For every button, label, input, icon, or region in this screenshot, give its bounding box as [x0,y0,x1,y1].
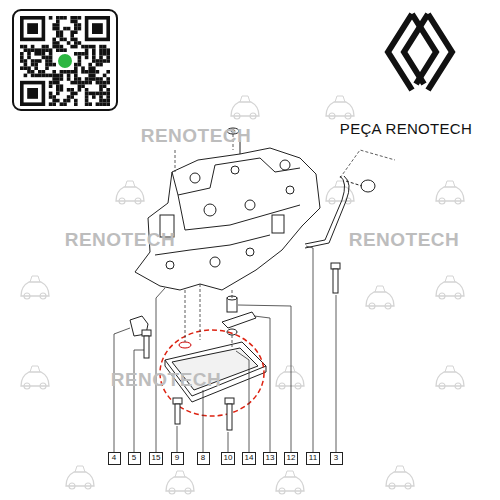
leader-lines [114,134,395,452]
qr-frame [13,10,117,110]
watermark: RENOTECH [349,229,460,251]
callout-number: 13 [266,454,275,462]
watermark: RENOTECH [65,229,176,251]
bolt [142,330,151,358]
callout-box: 5 [128,452,141,465]
callout-box: 8 [197,452,210,465]
callout-box: 14 [242,452,256,465]
callout-box: 9 [171,452,184,465]
callout-box: 13 [263,452,277,465]
renault-logo [388,14,452,90]
bolt [331,263,340,293]
watermark: RENOTECH [141,125,252,147]
callout-box: 3 [330,452,343,465]
callout-box: 11 [306,452,320,465]
callout-number: 12 [287,454,296,462]
callout-number: 10 [224,454,233,462]
bolt [173,398,234,430]
qr-code [20,16,110,106]
callout-box: 10 [221,452,235,465]
callout-number: 14 [245,454,254,462]
valve-body [135,140,320,290]
watermark: RENOTECH [111,369,222,391]
callout-number: 11 [309,454,317,462]
callout-number: 15 [152,454,161,462]
callout-number: 9 [175,454,179,462]
callout-box: 15 [149,452,163,465]
callout-box: 12 [284,452,298,465]
callout-box: 4 [108,452,121,465]
callout-number: 5 [132,454,136,462]
callout-number: 3 [334,454,338,462]
callout-number: 8 [201,454,205,462]
watermark-icons [21,96,464,494]
brand-caption: PEÇA RENOTECH [340,120,472,137]
callout-number: 4 [112,454,116,462]
